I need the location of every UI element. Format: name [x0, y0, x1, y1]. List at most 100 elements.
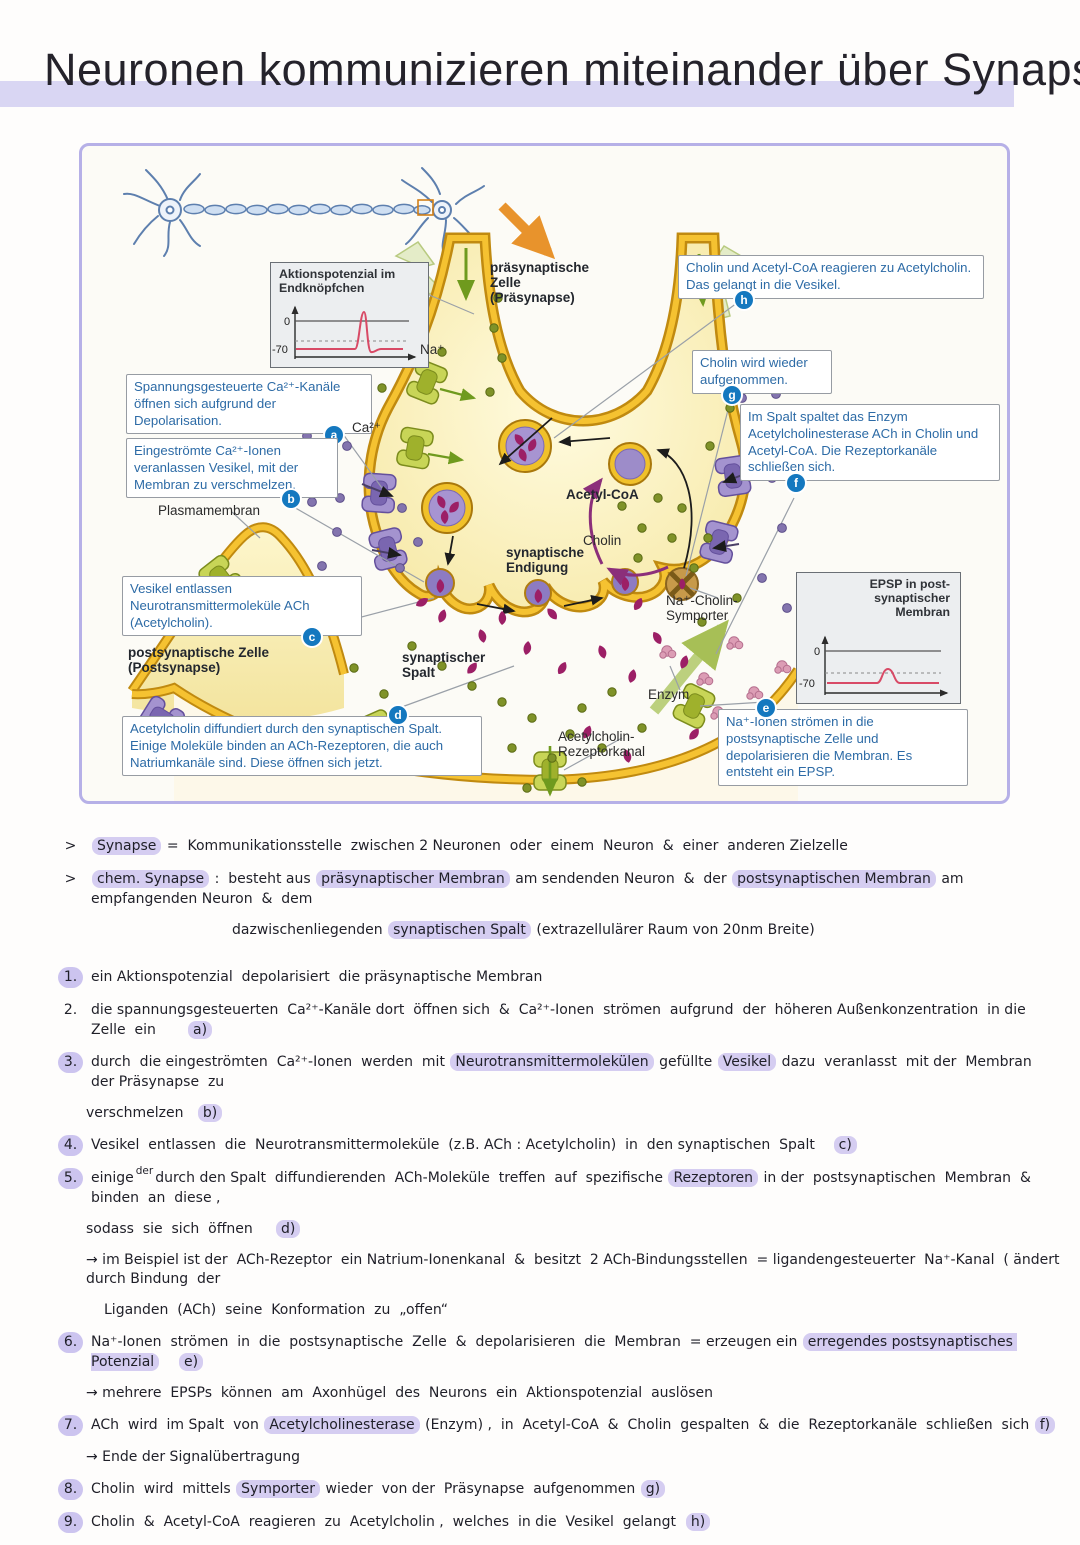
symporter-artwork	[665, 567, 699, 601]
label-cholin: Cholin	[583, 533, 622, 548]
note-text: der	[135, 1165, 154, 1177]
note-text: ACh wird im Spalt von	[91, 1417, 264, 1433]
label-enzyme: Enzym	[648, 687, 690, 702]
neuron-sketch	[123, 167, 485, 257]
note-line: > Synapse = Kommunikationsstelle zwischen…	[58, 836, 1060, 857]
action-potential-graph: Aktionspotenzial im Endknöpfchen 0 -70	[270, 262, 429, 368]
label-ach-receptor-channel: Acetylcholin-Rezeptorkanal	[558, 729, 646, 760]
note-marker: 9.	[58, 1512, 83, 1533]
note-text: einige	[91, 1170, 134, 1186]
handwritten-notes: > Synapse = Kommunikationsstelle zwischen…	[58, 836, 1060, 1545]
note-line: → mehrere EPSPs können am Axonhügel des …	[58, 1384, 1060, 1403]
note-highlight: Vesikel	[717, 1053, 777, 1071]
vesicle	[498, 419, 552, 473]
note-highlight: Symporter	[236, 1480, 321, 1498]
graph-title: Aktionspotenzial im Endknöpfchen	[279, 267, 396, 296]
note-line: → Ende der Signalübertragung	[58, 1448, 1060, 1467]
note-text	[160, 1354, 178, 1370]
note-highlight: h)	[685, 1513, 711, 1531]
note-marker: 6.	[58, 1332, 83, 1353]
note-highlight: c)	[833, 1136, 857, 1154]
note-line: 3. durch die eingeströmten Ca²⁺-Ionen wer…	[58, 1052, 1060, 1092]
step-badge-b: b	[282, 490, 300, 509]
note-line: → im Beispiel ist der ACh-Rezeptor ein N…	[58, 1251, 1060, 1289]
note-highlight: b)	[197, 1104, 223, 1122]
note-text: gefüllte	[654, 1054, 717, 1070]
note-highlight: postsynaptischen Membran	[732, 870, 936, 888]
step-badge-h: h	[735, 290, 753, 309]
note-highlight: e)	[179, 1353, 204, 1371]
note-line: Liganden (ACh) seine Konformation zu „of…	[58, 1301, 1060, 1320]
callout-f: Im Spalt spaltet das Enzym Acetylcholine…	[740, 404, 1000, 493]
note-text: : besteht aus	[210, 871, 316, 887]
note-text: (Enzym) , in Acetyl-CoA & Cholin gespalt…	[420, 1417, 1034, 1433]
vesicle	[608, 442, 652, 486]
callout-g: Cholin wird wieder aufgenommen.g	[692, 350, 832, 404]
note-marker: >	[64, 838, 77, 854]
note-marker: 3.	[58, 1052, 83, 1073]
note-text: verschmelzen	[86, 1105, 197, 1121]
note-text: dazu veranlasst mit der Membran der Präs…	[91, 1054, 1041, 1090]
note-marker: 5.	[58, 1168, 83, 1189]
note-text: in der postsynaptischen Membran & binden…	[91, 1170, 1040, 1206]
note-marker: 8.	[58, 1479, 83, 1500]
note-line: 6.Na⁺-Ionen strömen in die postsynaptisc…	[58, 1332, 1060, 1372]
zoom-arrow	[498, 202, 556, 260]
note-text: → Ende der Signalübertragung	[86, 1449, 301, 1465]
synapse-figure-panel: Aktionspotenzial im Endknöpfchen 0 -70 E…	[79, 143, 1010, 804]
label-ca-ion: Ca²⁺	[352, 420, 381, 435]
note-highlight: d)	[276, 1220, 301, 1238]
note-line: 4.Vesikel entlassen die Neurotransmitter…	[58, 1135, 1060, 1156]
note-line: dazwischenliegenden synaptischen Spalt (…	[58, 921, 1060, 940]
note-line: 8.Cholin wird mittels Symporter wieder v…	[58, 1479, 1060, 1500]
step-badge-f: f	[787, 474, 805, 493]
page-title: Neuronen kommunizieren miteinander über …	[44, 44, 1080, 95]
label-plasma-membrane: Plasmamembran	[158, 503, 261, 518]
note-highlight: a)	[188, 1021, 213, 1039]
note-text: durch die eingeströmten Ca²⁺-Ionen werde…	[91, 1054, 450, 1070]
label-postsynaptic-cell: postsynaptische Zelle(Postsynapse)	[128, 645, 270, 676]
note-text: dazwischenliegenden	[232, 922, 388, 938]
note-text: Liganden (ACh) seine Konformation zu „of…	[104, 1302, 448, 1318]
note-line: 1. ein Aktionspotenzial depolarisiert die…	[58, 967, 1060, 988]
callout-e: Na⁺-Ionen strömen in die postsynaptische…	[718, 699, 968, 787]
note-line: 7. ACh wird im Spalt von Acetylcholineste…	[58, 1415, 1060, 1436]
note-highlight: chem. Synapse	[92, 870, 210, 888]
note-marker: 1.	[58, 967, 83, 988]
step-badge-c: c	[303, 628, 321, 647]
note-highlight: Neurotransmittermolekülen	[450, 1053, 654, 1071]
label-acetyl-coa: Acetyl-CoA	[566, 487, 639, 502]
note-highlight: g)	[640, 1480, 666, 1498]
step-badge-g: g	[723, 385, 741, 404]
note-text: die spannungsgesteuerten Ca²⁺-Kanäle dor…	[91, 1002, 1031, 1038]
note-highlight: synaptischen Spalt	[388, 921, 531, 939]
svg-text:-70: -70	[799, 678, 815, 690]
note-text: → mehrere EPSPs können am Axonhügel des …	[86, 1385, 714, 1401]
note-text: am empfangenden Neuron & dem	[91, 871, 969, 907]
note-line: 2. die spannungsgesteuerten Ca²⁺-Kanäle d…	[58, 1000, 1060, 1040]
note-marker: >	[64, 871, 77, 887]
note-highlight: Rezeptoren	[668, 1169, 759, 1187]
note-text: sodass sie sich öffnen	[86, 1221, 275, 1237]
label-na-ion: Na⁺	[420, 342, 445, 357]
note-text: ein Aktionspotenzial depolarisiert die p…	[91, 969, 543, 985]
epsp-plot: 0 -70	[799, 635, 949, 697]
step-badge-d: d	[389, 706, 407, 724]
note-highlight: präsynaptischer Membran	[316, 870, 510, 888]
action-potential-plot: 0 -70	[272, 305, 417, 361]
svg-text:0: 0	[814, 646, 820, 658]
note-marker: 2.	[63, 1002, 78, 1018]
step-badge-e: e	[757, 699, 775, 717]
callout-h: Cholin und Acetyl-CoA reagieren zu Acety…	[678, 255, 984, 309]
callout-d: Acetylcholin diffundiert durch den synap…	[122, 706, 482, 777]
note-line: sodass sie sich öffnen d)	[58, 1220, 1060, 1239]
note-highlight: Acetylcholinesterase	[264, 1416, 420, 1434]
graph-title: EPSP in post- synaptischer Membran	[869, 577, 950, 620]
note-text: Cholin & Acetyl-CoA reagieren zu Acetylc…	[91, 1514, 685, 1530]
note-text: = Kommunikationsstelle zwischen 2 Neuron…	[162, 838, 848, 854]
note-marker: 7.	[58, 1415, 83, 1436]
note-highlight: Synapse	[92, 837, 162, 855]
